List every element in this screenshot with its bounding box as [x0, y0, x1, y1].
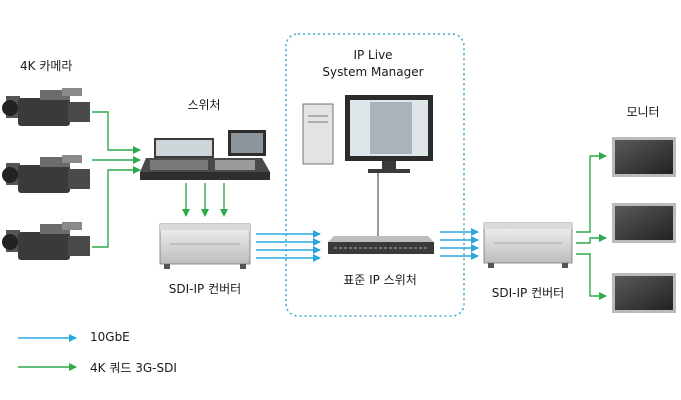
monitor-2	[612, 203, 676, 243]
cameras-label: 4K 카메라	[20, 59, 73, 73]
converter-left-label: SDI-IP 컨버터	[168, 282, 242, 296]
system-manager-workstation	[302, 95, 433, 173]
legend-sdi-label: 4K 쿼드 3G-SDI	[90, 361, 177, 375]
sdi-ip-converter-left	[159, 223, 251, 269]
camera-2	[2, 155, 90, 193]
sdi-link-camera-1	[92, 111, 141, 154]
manager-label-line1: IP Live	[353, 48, 393, 62]
ip-switch-label: 표준 IP 스위처	[343, 273, 417, 287]
converter-right-label: SDI-IP 컨버터	[491, 286, 565, 300]
switcher-label: 스위처	[187, 98, 221, 112]
switcher-console	[140, 130, 270, 180]
manager-label-line2: System Manager	[322, 65, 424, 79]
ip-switch-device	[328, 236, 434, 254]
legend-10gbe-label: 10GbE	[90, 330, 130, 344]
sdi-link-monitor-1	[576, 152, 607, 233]
camera-1	[2, 88, 90, 126]
monitor-1	[612, 137, 676, 177]
sdi-ip-converter-right	[483, 222, 573, 268]
sdi-link-camera-3	[92, 166, 141, 248]
monitor-3	[612, 273, 676, 313]
system-manager-zone	[285, 33, 465, 317]
sdi-link-monitor-2	[576, 234, 607, 244]
sdi-link-monitor-3	[576, 253, 607, 300]
camera-3	[2, 222, 90, 260]
monitors-label: 모니터	[626, 105, 660, 119]
